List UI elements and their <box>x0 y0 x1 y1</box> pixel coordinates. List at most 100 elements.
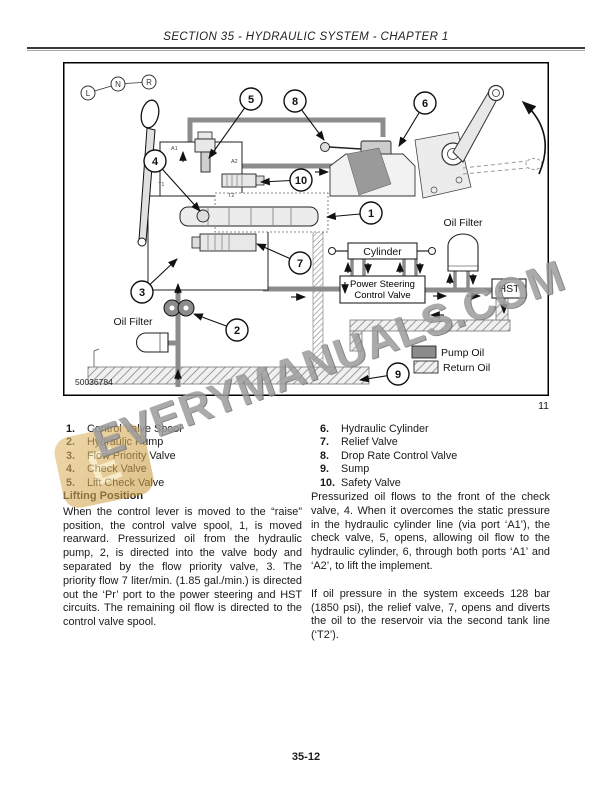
callout-8: 8 <box>283 89 325 141</box>
callout-10: 10 <box>259 168 313 192</box>
legend-item-label: Lift Check Valve <box>87 476 165 489</box>
legend-item-number: 1. <box>66 423 76 435</box>
legend-item: 5. Lift Check Valve <box>66 477 311 490</box>
legend-item-number: 9. <box>320 463 330 476</box>
cylinder-block: Cylinder <box>328 242 436 260</box>
port-a1: A1 <box>171 146 178 152</box>
legend-item: 4. Check Valve <box>66 463 311 476</box>
relief-valve <box>191 233 257 252</box>
callout-3: 3 <box>130 258 178 304</box>
flow-arrows <box>174 150 508 380</box>
legend-item-number: 6. <box>320 423 330 435</box>
hydraulic-cylinder-assembly <box>320 84 546 199</box>
drop-rate-control-valve <box>320 142 330 152</box>
legend-item-label: Safety Valve <box>341 476 401 489</box>
svg-text:1: 1 <box>368 208 374 220</box>
legend-item-number: 5. <box>66 476 76 489</box>
port-t2: T2 <box>228 193 234 199</box>
legend-item-label: Relief Valve <box>341 436 398 449</box>
return-oil-label: Return Oil <box>443 362 490 374</box>
body-column-right: Pressurized oil flows to the front of th… <box>311 491 550 657</box>
legend-item: 9. Sump <box>320 463 565 476</box>
callout-7: 7 <box>255 243 312 275</box>
oil-filter-left-label: Oil Filter <box>113 316 153 328</box>
legend-item-label: Hydraulic Cylinder <box>341 423 429 435</box>
hst-block: HST <box>491 278 527 299</box>
lift-direction-arrow <box>521 100 546 175</box>
cylinder-piston <box>346 147 392 196</box>
pscv-label-line2: Control Valve <box>354 290 410 301</box>
callout-9: 9 <box>358 362 410 386</box>
svg-text:8: 8 <box>292 96 298 108</box>
body-column-left: Lifting Position When the control lever … <box>63 490 302 644</box>
legend-item: 7. Relief Valve <box>320 436 565 449</box>
lever-position-markers: L N R <box>80 74 157 101</box>
cylinder-label: Cylinder <box>363 246 402 258</box>
body-paragraph: Pressurized oil flows to the front of th… <box>311 491 550 572</box>
check-valve <box>196 209 210 223</box>
lever-pos-l: L <box>86 89 91 98</box>
control-valve-spool <box>179 206 319 227</box>
legend-item: 6. Hydraulic Cylinder <box>320 423 565 436</box>
legend-item-label: Flow Priority Valve <box>87 449 176 462</box>
legend-item-number: 2. <box>66 436 76 449</box>
svg-text:3: 3 <box>139 287 145 299</box>
port-a2: A2 <box>231 159 238 165</box>
section-heading: Lifting Position <box>63 490 144 502</box>
pump-oil-label: Pump Oil <box>441 347 484 359</box>
legend-item: 8. Drop Rate Control Valve <box>320 450 565 463</box>
svg-text:10: 10 <box>295 175 307 187</box>
body-paragraph: When the control lever is moved to the “… <box>63 505 302 629</box>
body-paragraph: If oil pressure in the system exceeds 12… <box>311 587 550 642</box>
figure-number: 11 <box>538 400 549 412</box>
oil-filter-right: Oil Filter <box>443 217 483 272</box>
power-steering-control-valve-block: Power Steering Control Valve <box>339 275 426 304</box>
page-footer-number: 35-12 <box>291 751 321 763</box>
pump-oil-swatch <box>411 345 437 359</box>
return-oil-swatch <box>413 360 439 374</box>
legend-left: 1. Control Valve Spool 2. Hydraulic Pump 3… <box>66 423 311 490</box>
hst-label: HST <box>499 283 521 295</box>
callout-1: 1 <box>325 201 383 225</box>
lever-pos-n: N <box>115 80 121 89</box>
port-t1: T1 <box>158 182 164 188</box>
svg-text:6: 6 <box>422 98 428 110</box>
svg-text:9: 9 <box>395 369 401 381</box>
port-labels: A1 A2 T1 T2 <box>158 146 238 199</box>
legend-item-number: 8. <box>320 449 330 462</box>
legend-item-label: Sump <box>341 463 370 476</box>
svg-text:5: 5 <box>248 94 254 106</box>
header-rule-thick <box>27 47 585 49</box>
page-title: SECTION 35 - HYDRAULIC SYSTEM - CHAPTER … <box>163 31 449 43</box>
figure-id-code: 50036784 <box>75 377 113 387</box>
lever-pos-r: R <box>146 78 152 87</box>
legend-item-label: Hydraulic Pump <box>87 436 164 449</box>
legend-item-label: Control Valve Spool <box>87 423 182 435</box>
legend-item-number: 3. <box>66 449 76 462</box>
svg-text:2: 2 <box>234 325 240 337</box>
callout-6: 6 <box>398 91 437 147</box>
header-rule-thin <box>27 50 585 51</box>
callout-4: 4 <box>143 149 201 212</box>
oil-filter-right-label: Oil Filter <box>443 217 483 229</box>
legend-item-number: 10. <box>320 476 336 489</box>
legend-item-label: Drop Rate Control Valve <box>341 449 458 462</box>
control-valve-body <box>147 131 329 317</box>
legend-right: 6. Hydraulic Cylinder 7. Relief Valve 8. Dr… <box>320 423 565 490</box>
callout-2: 2 <box>192 313 249 342</box>
legend-item-label: Check Valve <box>87 463 147 476</box>
svg-text:7: 7 <box>297 258 303 270</box>
legend-item: 1. Control Valve Spool <box>66 423 311 436</box>
legend-item: 2. Hydraulic Pump <box>66 436 311 449</box>
legend-item-number: 4. <box>66 463 76 476</box>
legend-item: 3. Flow Priority Valve <box>66 450 311 463</box>
lift-arm-lowered-outline <box>462 160 528 169</box>
svg-text:4: 4 <box>152 156 159 168</box>
hydraulic-pump <box>163 299 195 317</box>
oil-legend: Pump Oil Return Oil <box>411 345 490 374</box>
hydraulic-diagram: L N R Oil Filter <box>63 62 549 396</box>
legend-item: 10. Safety Valve <box>320 477 565 490</box>
pscv-label-line1: Power Steering <box>350 279 415 290</box>
legend-item-number: 7. <box>320 436 330 449</box>
